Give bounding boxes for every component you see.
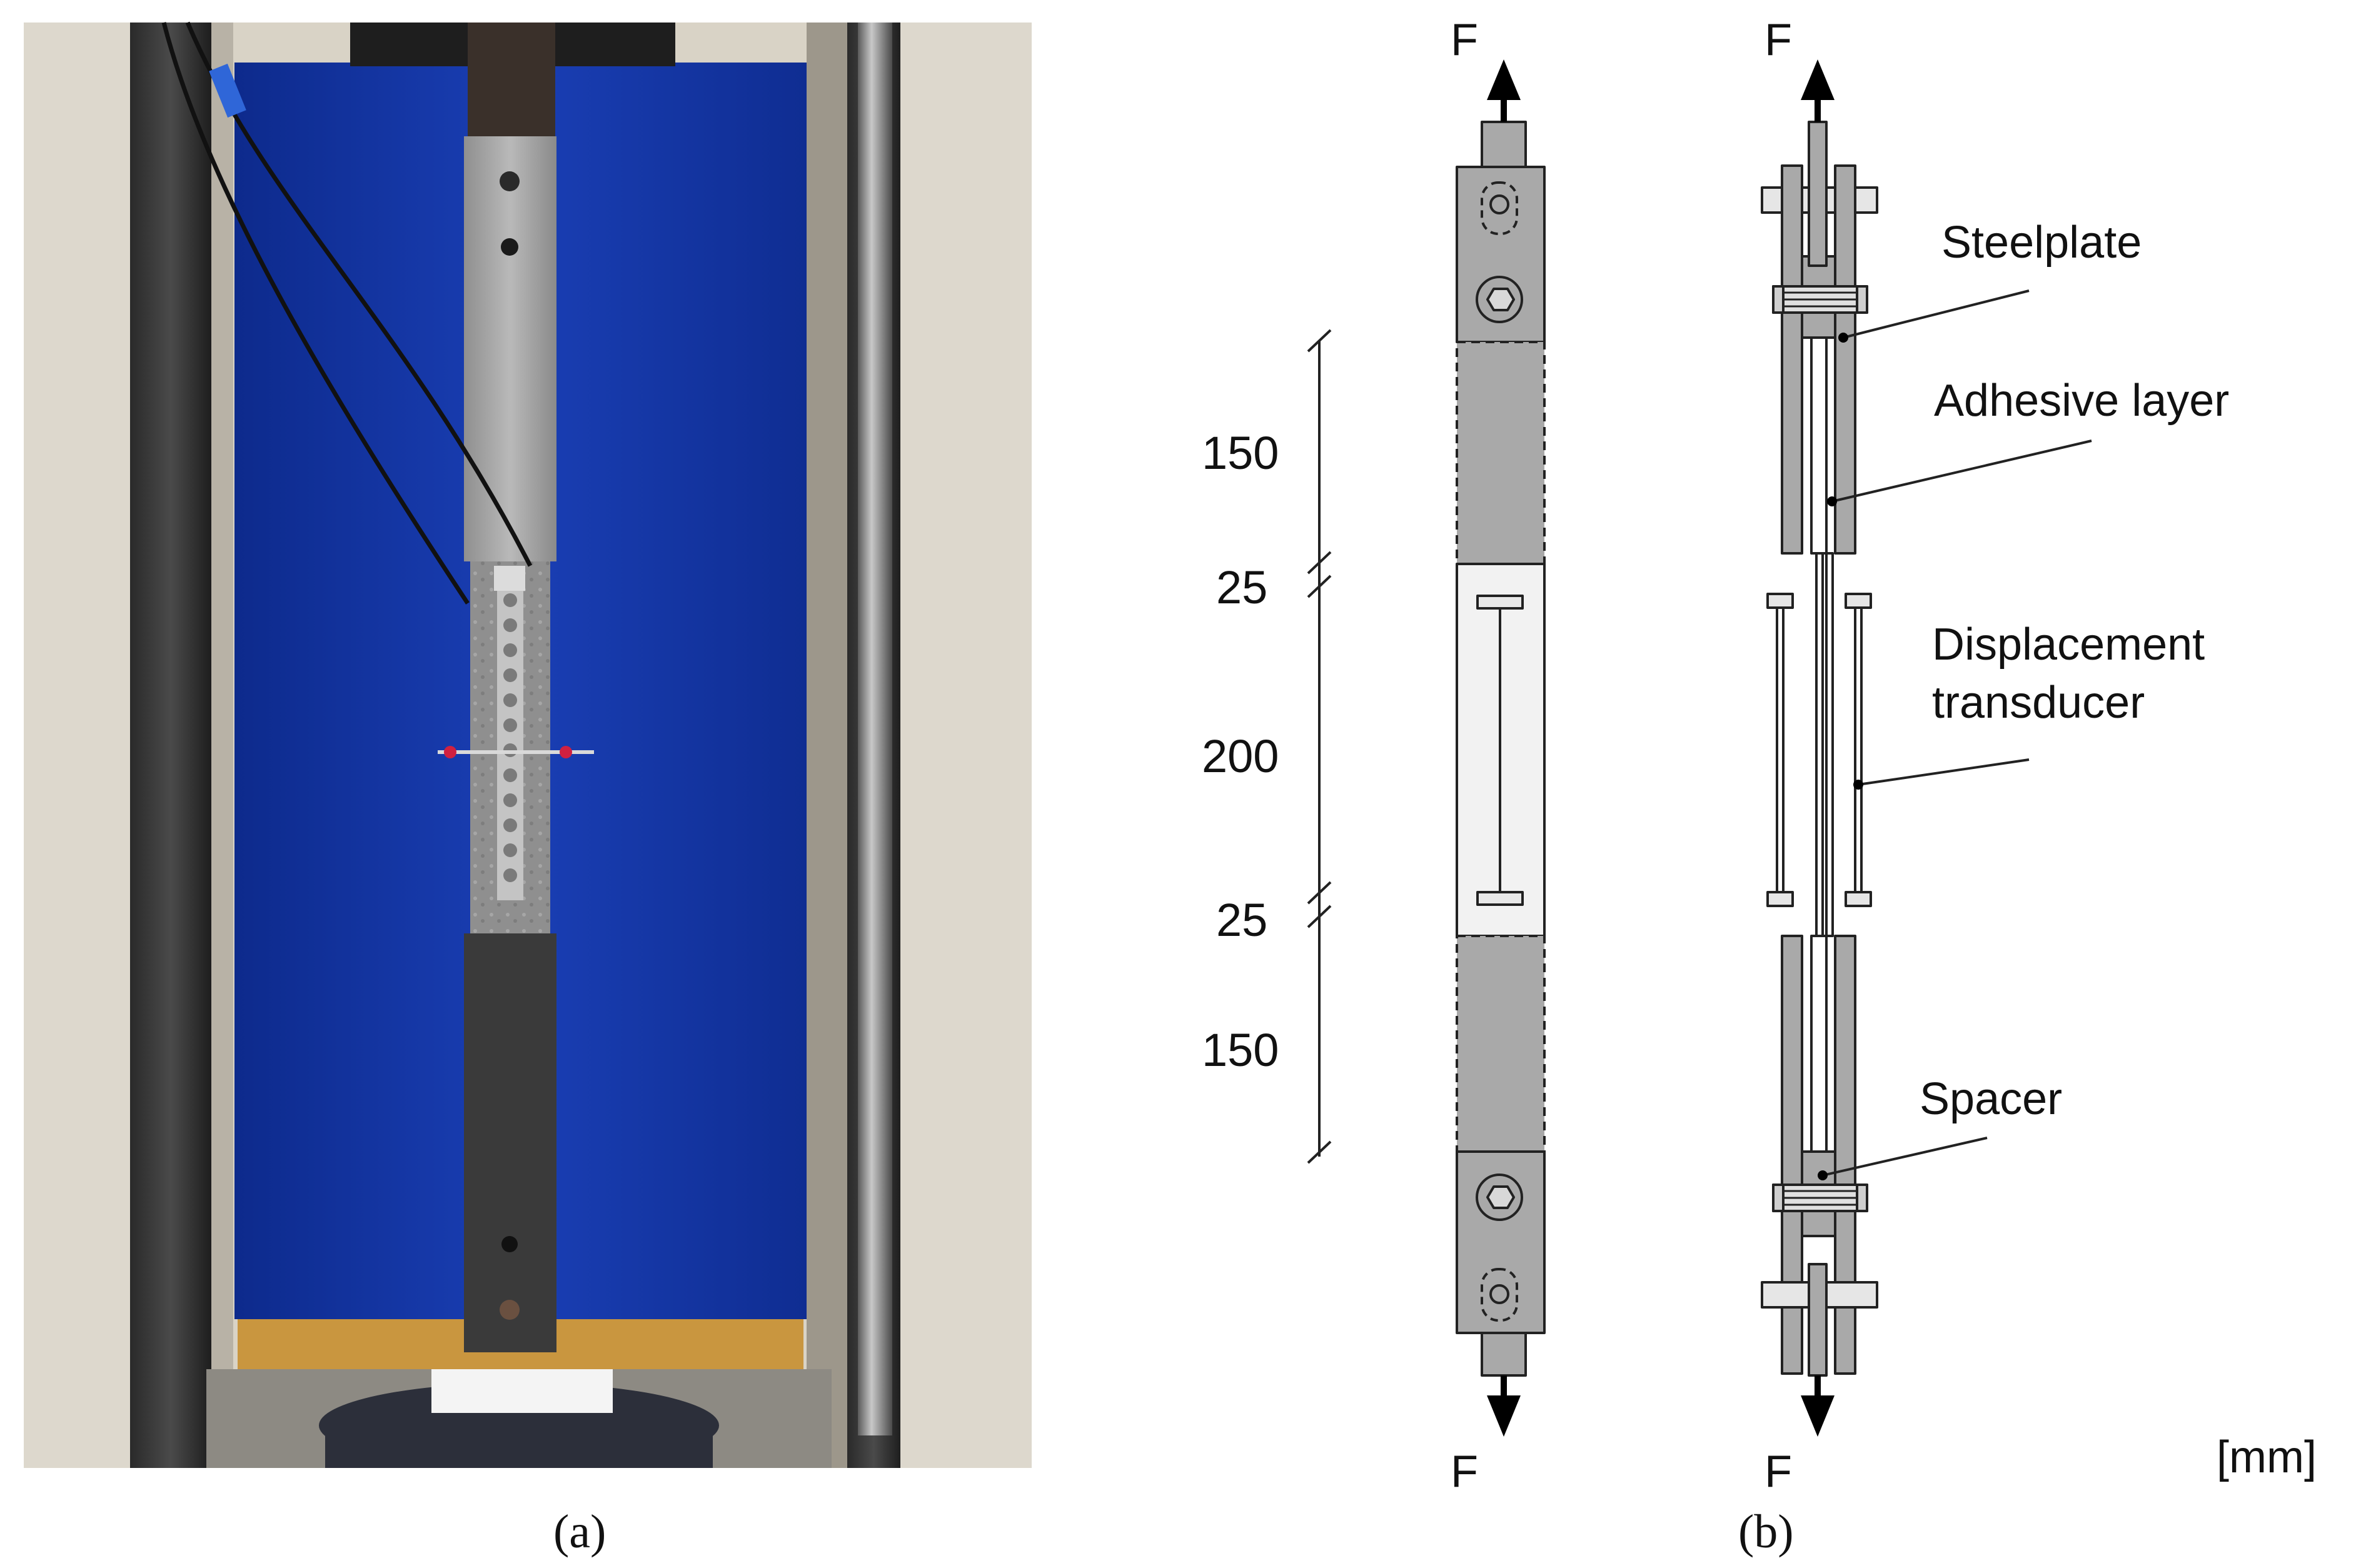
unit-label: [mm] [2217,1432,2317,1482]
force-arrows [1487,59,1835,1437]
leader-lines [1818,289,2092,1180]
dimension-label-200: 200 [1202,730,1279,782]
caption-panel-b: (b) [1738,1505,1794,1558]
force-label-front-top: F [1451,15,1478,65]
dimension-label-25-top: 25 [1216,561,1267,613]
force-label-side-bottom: F [1764,1447,1792,1497]
force-label-side-top: F [1764,15,1792,65]
bolt-bottom [1772,1184,1868,1212]
annotation-displacement: Displacement [1932,620,2205,670]
bolt-top [1772,285,1868,314]
dimension-label-25-bottom: 25 [1216,894,1267,946]
force-label-front-bottom: F [1451,1447,1478,1497]
dimension-label-150-bottom: 150 [1202,1024,1279,1076]
side-view [1761,121,1878,1377]
annotation-steelplate: Steelplate [1941,218,2142,268]
dimension-label-150-top: 150 [1202,427,1279,479]
dimension-line [1307,329,1332,1164]
annotation-spacer: Spacer [1920,1074,2062,1124]
front-view [1456,121,1546,1377]
caption-panel-a: (a) [553,1505,606,1558]
annotation-transducer: transducer [1932,678,2145,728]
schematic-diagram [1307,59,2092,1437]
photo-test-setup [24,21,1032,1468]
annotation-adhesive-layer: Adhesive layer [1934,376,2229,426]
